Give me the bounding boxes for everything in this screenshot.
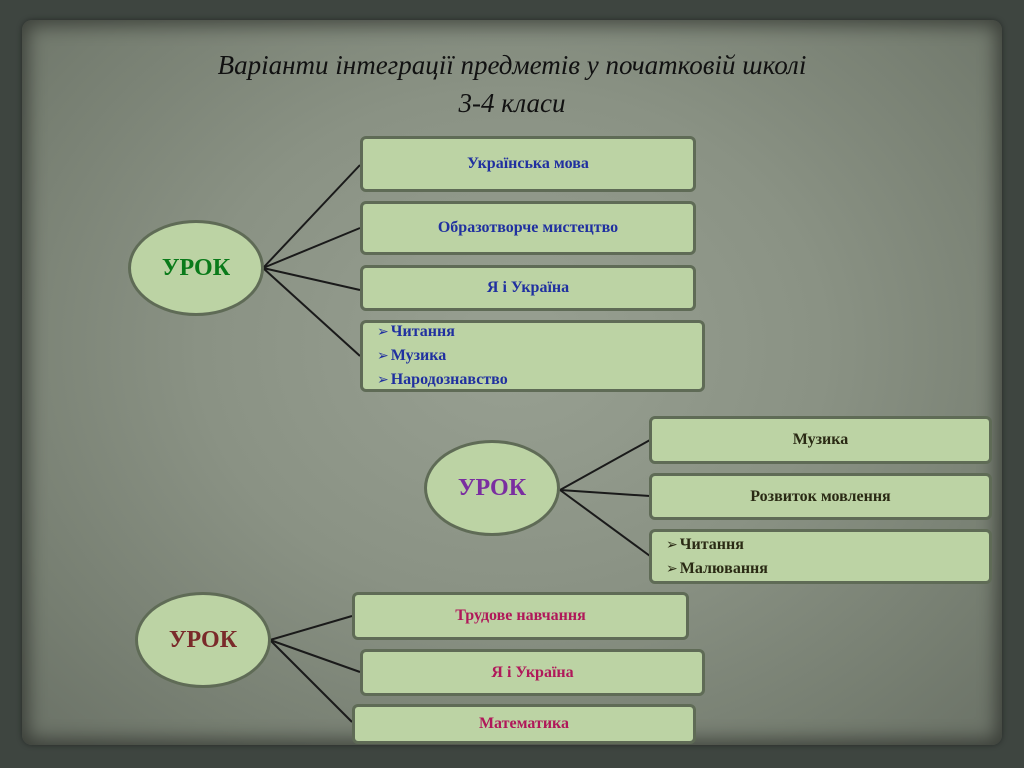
subject-box: Трудове навчання	[352, 592, 689, 640]
connector-line	[269, 639, 353, 723]
subject-box: Музика	[649, 416, 992, 464]
subject-box: Я і Україна	[360, 649, 705, 696]
connector-line	[262, 164, 361, 269]
connector-line	[262, 227, 361, 269]
arrow-bullet-icon: ➢	[377, 324, 389, 340]
subject-box: Я і Україна	[360, 265, 696, 311]
connector-line	[269, 615, 353, 641]
subject-box: Українська мова	[360, 136, 696, 192]
list-item: ➢Музика	[377, 347, 447, 364]
list-item: ➢Читання	[377, 323, 455, 340]
subject-list-box: ➢Читання ➢Малювання	[649, 529, 992, 584]
connector-line	[262, 267, 361, 291]
subject-box: Розвиток мовлення	[649, 473, 992, 520]
slide-title: Варіанти інтеграції предметів у початков…	[217, 50, 807, 80]
hub-oval-urok-1: УРОК	[128, 220, 264, 316]
connector-line	[269, 639, 361, 673]
connector-line	[559, 439, 651, 491]
list-item: ➢Читання	[666, 535, 744, 553]
connector-line	[559, 489, 651, 557]
connector-line	[262, 267, 361, 357]
hub-oval-urok-2: УРОК	[424, 440, 560, 536]
hub-oval-urok-3: УРОК	[135, 592, 271, 688]
arrow-bullet-icon: ➢	[666, 536, 678, 553]
slide-subtitle: 3-4 класи	[458, 88, 566, 118]
arrow-bullet-icon: ➢	[377, 372, 389, 388]
subject-list-box: ➢Читання ➢Музика ➢Народознавство	[360, 320, 705, 392]
arrow-bullet-icon: ➢	[666, 560, 678, 577]
connector-line	[559, 489, 651, 497]
subject-box: Образотворче мистецтво	[360, 201, 696, 255]
list-item: ➢Малювання	[666, 559, 768, 577]
subject-box: Математика	[352, 704, 696, 744]
list-item: ➢Народознавство	[377, 371, 508, 388]
arrow-bullet-icon: ➢	[377, 348, 389, 364]
